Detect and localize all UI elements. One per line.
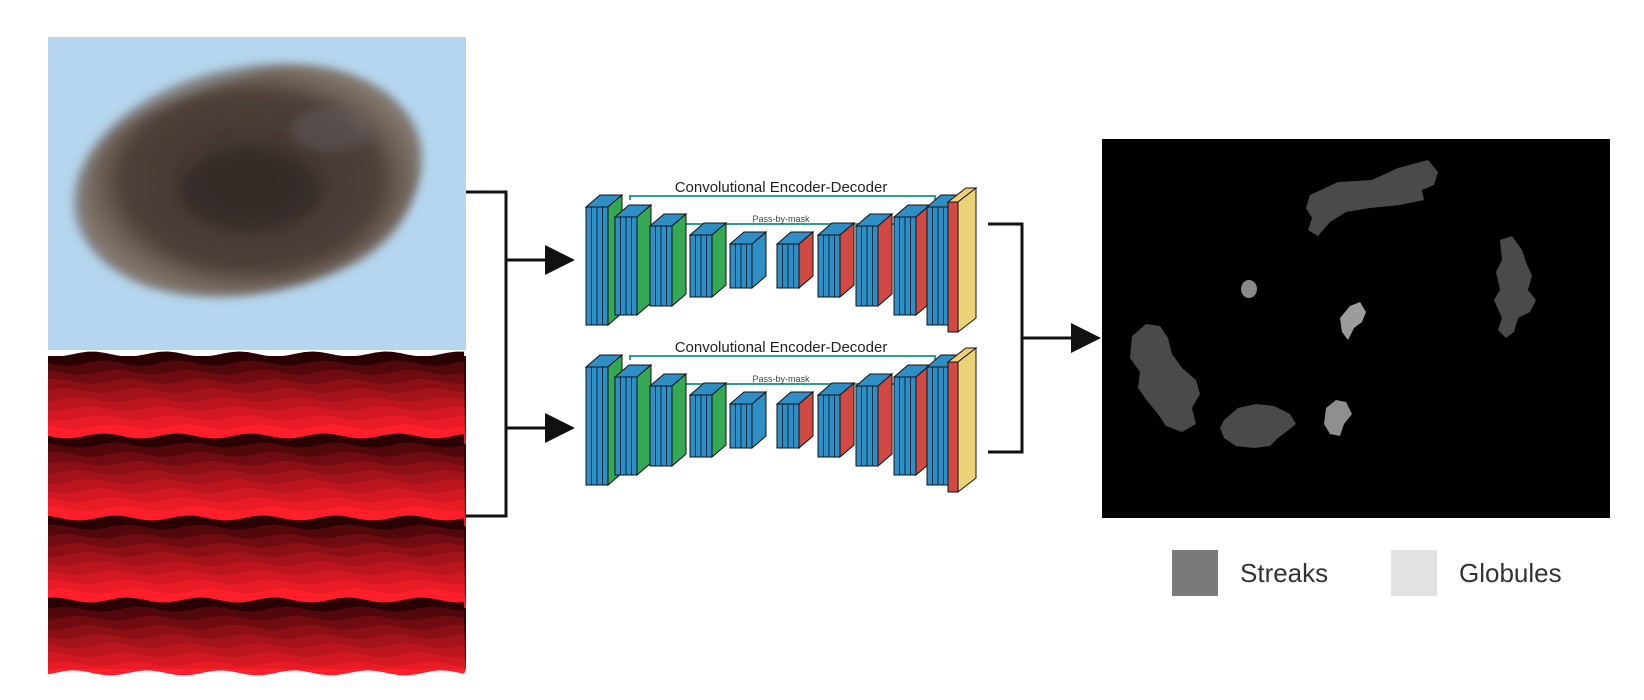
segmentation-mask [1102, 139, 1610, 518]
legend-item-streaks: Streaks [1172, 550, 1328, 596]
streaks-swatch [1172, 550, 1218, 596]
dermoscopic-image [48, 37, 466, 350]
layer-block [816, 221, 856, 299]
layer-block [688, 221, 728, 299]
legend-label-globules: Globules [1459, 557, 1562, 588]
input-connector [466, 190, 575, 518]
encoder-decoder-top: Convolutional Encoder-Decoder Pass-by-ma… [584, 179, 978, 334]
layer-block [892, 203, 932, 317]
legend-item-globules: Globules [1391, 550, 1562, 596]
network-title: Convolutional Encoder-Decoder [675, 179, 888, 196]
superpixel-map [48, 351, 466, 676]
encoder-decoder-bottom: Convolutional Encoder-Decoder Pass-by-ma… [584, 339, 978, 494]
layer-block [648, 212, 688, 308]
layer-block [688, 381, 728, 459]
layer-block [892, 363, 932, 477]
superpixel-band [48, 669, 466, 676]
skip-connection-outer [629, 195, 936, 200]
output-layer-block [946, 346, 978, 494]
globules-swatch [1391, 550, 1437, 596]
streak-region [1130, 160, 1536, 448]
layer-block [854, 212, 894, 308]
superpixel-band [48, 661, 466, 669]
skip-label: Pass-by-mask [752, 374, 810, 384]
layer-block [775, 390, 815, 450]
skip-label: Pass-by-mask [752, 214, 810, 224]
output-layer-block [946, 186, 978, 334]
layer-block [854, 372, 894, 468]
network-title: Convolutional Encoder-Decoder [675, 339, 888, 356]
legend-label-streaks: Streaks [1240, 557, 1329, 588]
layer-block [728, 230, 768, 290]
layer-block [775, 230, 815, 290]
skip-connection-outer [629, 355, 936, 360]
layer-block [728, 390, 768, 450]
layer-block [613, 363, 653, 477]
layer-block [613, 203, 653, 317]
globule-region [1241, 280, 1366, 436]
layer-block [816, 381, 856, 459]
layer-block [648, 372, 688, 468]
output-connector [988, 222, 1101, 454]
